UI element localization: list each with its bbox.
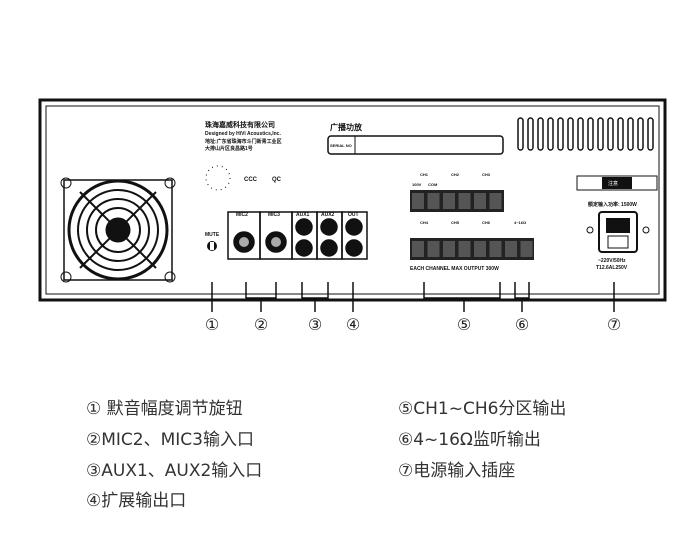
speaker-terminal bbox=[427, 193, 440, 209]
mic2-label: MIC2 bbox=[236, 212, 248, 218]
output-note: EACH CHANNEL MAX OUTPUT 300W bbox=[410, 266, 499, 272]
vent-slot bbox=[627, 117, 634, 151]
vent-slot bbox=[557, 117, 564, 151]
terminal-block-bottom bbox=[410, 238, 534, 260]
speaker-terminal bbox=[474, 241, 486, 257]
speaker-terminal bbox=[458, 241, 471, 257]
callout-7: ⑦ bbox=[607, 315, 621, 334]
ch5-label: CH5 bbox=[451, 220, 460, 225]
aux2-label: AUX2 bbox=[321, 212, 335, 218]
legend-item-2: ②MIC2、MIC3输入口 bbox=[86, 430, 254, 450]
ch4-label: CH4 bbox=[420, 220, 429, 225]
speaker-terminal bbox=[443, 241, 455, 257]
power-rating: 额定输入功率: 1500W bbox=[588, 201, 637, 208]
com-label: COM bbox=[428, 182, 438, 187]
serial-box bbox=[327, 135, 504, 155]
vent-slot bbox=[587, 117, 594, 151]
vent-slot bbox=[547, 117, 554, 151]
legend-item-4: ④扩展输出口 bbox=[86, 491, 187, 511]
mute-label: MUTE bbox=[205, 232, 220, 238]
vent-slot bbox=[637, 117, 644, 151]
warning-text: 注意 bbox=[608, 180, 618, 187]
ground-marking bbox=[205, 165, 231, 191]
address-line2: 大排山片区良昌路1号 bbox=[205, 145, 253, 152]
callout-2: ② bbox=[254, 315, 268, 334]
speaker-terminal bbox=[427, 241, 440, 257]
vent-slot bbox=[597, 117, 604, 151]
speaker-terminal bbox=[412, 193, 424, 209]
legend-item-3: ③AUX1、AUX2输入口 bbox=[86, 461, 263, 481]
mute-knob-icon bbox=[207, 241, 217, 251]
ccc-mark: CCC bbox=[244, 177, 258, 183]
fan-grille-icon bbox=[60, 177, 176, 283]
ch1-label: CH1 bbox=[420, 172, 429, 177]
fuse-rating: T12.6AL250V bbox=[596, 265, 628, 271]
vent-slot bbox=[607, 117, 614, 151]
speaker-terminal bbox=[474, 193, 486, 209]
qc-mark: QC bbox=[272, 177, 282, 183]
callout-leader-lines bbox=[211, 282, 615, 312]
callout-6: ⑥ bbox=[515, 315, 529, 334]
aux1-label: AUX1 bbox=[296, 212, 310, 218]
warning-label bbox=[576, 175, 658, 191]
speaker-terminal bbox=[458, 193, 471, 209]
company-name: 珠海嘉威科技有限公司 bbox=[205, 120, 275, 129]
speaker-terminal bbox=[489, 193, 502, 209]
callout-3: ③ bbox=[308, 315, 322, 334]
power-socket-icon bbox=[586, 211, 650, 253]
vent-slot bbox=[567, 117, 574, 151]
ch6-label: CH6 bbox=[482, 220, 491, 225]
vent-slots bbox=[517, 117, 654, 151]
vent-slot bbox=[577, 117, 584, 151]
designer: Designed by HiVi Acoustics,Inc. bbox=[205, 131, 281, 137]
callout-5: ⑤ bbox=[457, 315, 471, 334]
callout-1: ① bbox=[205, 315, 219, 334]
vent-slot bbox=[527, 117, 534, 151]
vent-slot bbox=[617, 117, 624, 151]
ch2-label: CH2 bbox=[451, 172, 460, 177]
callout-4: ④ bbox=[346, 315, 360, 334]
input-jacks bbox=[227, 211, 368, 260]
speaker-terminal bbox=[520, 241, 533, 257]
out-label: OUT bbox=[348, 212, 359, 218]
vent-slot bbox=[537, 117, 544, 151]
legend-item-6: ⑥4~16Ω监听输出 bbox=[398, 430, 541, 450]
vent-slot bbox=[647, 117, 654, 151]
legend-item-7: ⑦电源输入插座 bbox=[398, 461, 516, 481]
speaker-terminal bbox=[505, 241, 517, 257]
product-name: 广播功放 bbox=[330, 122, 363, 132]
address-line1: 地址:广东省珠海市斗门新青工业区 bbox=[205, 138, 282, 145]
v100-label: 100V bbox=[412, 182, 422, 187]
vent-slot bbox=[517, 117, 524, 151]
monitor-label: 4~16Ω bbox=[514, 220, 527, 225]
speaker-terminal bbox=[443, 193, 455, 209]
legend-item-1: ① 默音幅度调节旋钮 bbox=[86, 399, 243, 419]
ch3-label: CH3 bbox=[482, 172, 491, 177]
speaker-terminal bbox=[412, 241, 424, 257]
mains-voltage: ~220V/50Hz bbox=[598, 258, 626, 264]
mic3-label: MIC3 bbox=[268, 212, 280, 218]
legend-item-5: ⑤CH1~CH6分区输出 bbox=[398, 399, 567, 419]
serial-label: SERIAL NO bbox=[330, 143, 352, 148]
speaker-terminal bbox=[489, 241, 502, 257]
